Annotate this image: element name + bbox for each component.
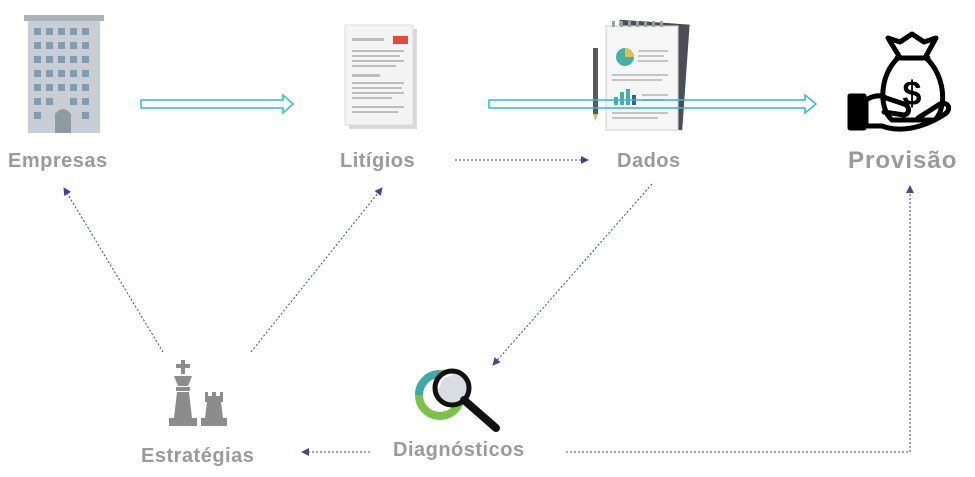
legal-document-icon bbox=[344, 24, 417, 129]
money-bag-hand-icon bbox=[847, 31, 952, 132]
office-building-icon bbox=[24, 15, 104, 133]
node-label-provisao: Provisão bbox=[848, 147, 958, 174]
dotted-arrow-estrategias-litigios bbox=[250, 187, 383, 353]
dollar-sign-icon: $ bbox=[903, 75, 922, 113]
node-label-diagnosticos: Diagnósticos bbox=[393, 439, 525, 461]
node-label-dados: Dados bbox=[617, 150, 681, 172]
dotted-arrow-dados-diagnosticos bbox=[492, 183, 653, 366]
dotted-arrow-estrategias-empresas bbox=[63, 187, 164, 353]
dotted-arrow-diagnosticos-provisao bbox=[566, 185, 914, 453]
report-documents-icon bbox=[593, 19, 690, 131]
flow-arrow-empresas-litigios bbox=[140, 93, 295, 115]
node-label-empresas: Empresas bbox=[8, 150, 108, 172]
flow-arrow-dados-provisao bbox=[488, 93, 818, 115]
chess-pieces-icon bbox=[169, 360, 227, 426]
magnifier-chart-icon bbox=[415, 368, 500, 432]
node-label-estrategias: Estratégias bbox=[141, 445, 255, 467]
node-label-litigios: Litígios bbox=[340, 150, 416, 172]
